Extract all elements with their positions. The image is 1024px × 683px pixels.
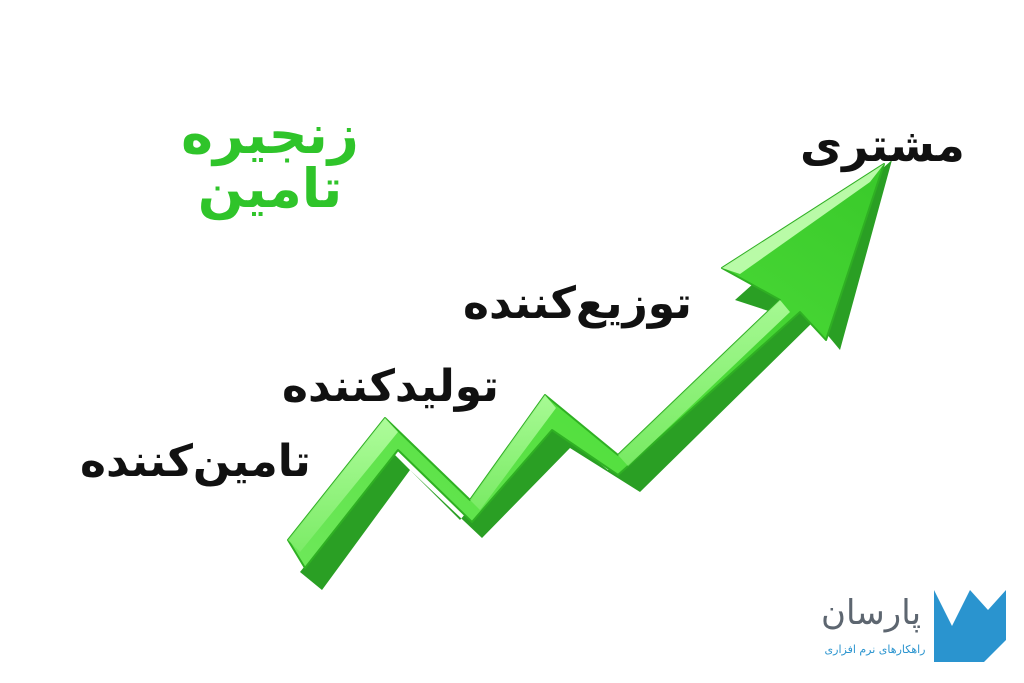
logo-name: پارسان [820,593,922,633]
stage-producer: تولیدکننده [282,361,499,412]
stage-customer: مشتری [800,118,965,172]
supply-chain-title: زنجیره تامین [181,103,359,220]
stage-supplier: تامین‌کننده [80,436,311,487]
parsan-logo-icon [934,590,1006,662]
stage-distributor: توزیع‌کننده [463,278,692,329]
parsan-logo: پارسان راهکارهای نرم افزاری [812,590,1012,670]
logo-tagline: راهکارهای نرم افزاری [824,643,926,656]
